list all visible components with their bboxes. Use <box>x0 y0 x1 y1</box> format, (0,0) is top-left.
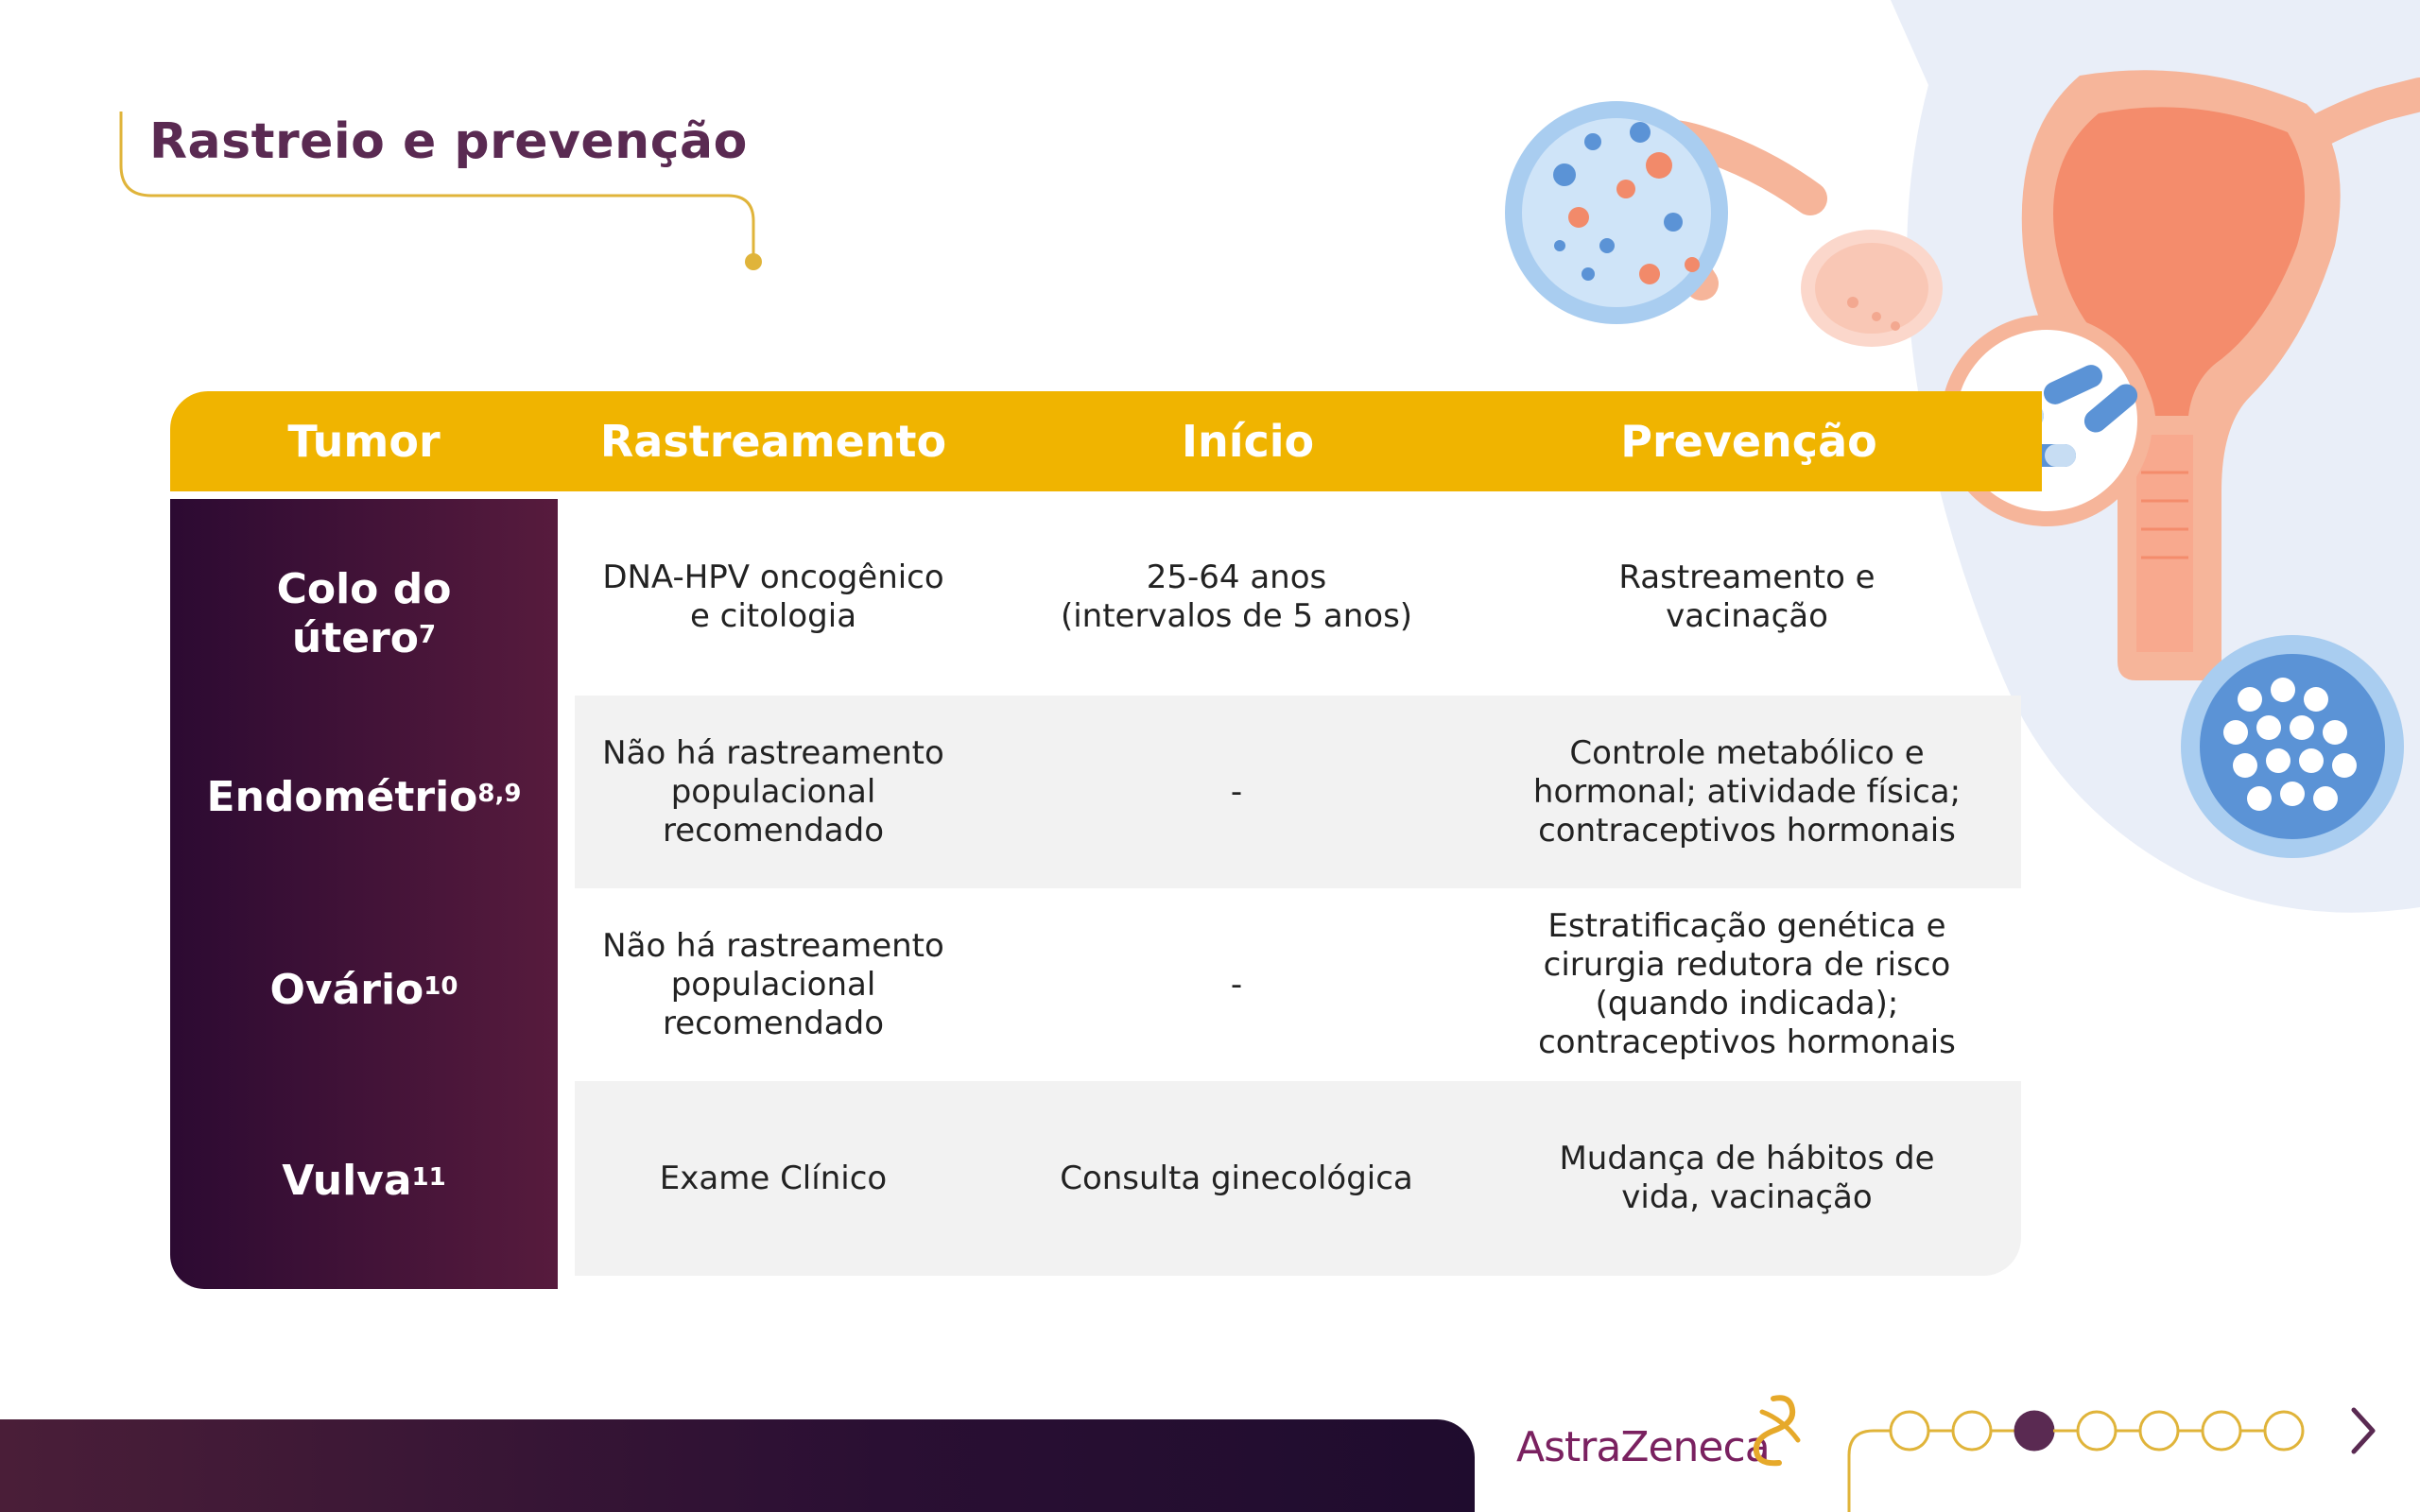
tumor-column: Colo do útero7 Endométrio8,9 Ovário10 Vu… <box>170 499 558 1289</box>
reference-superscript: 7 <box>419 621 437 649</box>
pager-dot[interactable] <box>2263 1410 2305 1452</box>
screening-table: Tumor Rastreamento Início Prevenção Colo… <box>170 391 2042 1289</box>
astrazeneca-logo-mark-icon <box>1753 1395 1801 1467</box>
cell-start: 25-64 anos(intervalos de 5 anos) <box>1060 558 1413 635</box>
tumor-cell-vulva: Vulva11 <box>170 1157 558 1206</box>
tumor-label: Colo do <box>276 565 452 613</box>
page-title: Rastreio e prevenção <box>149 113 748 170</box>
tumor-label: Ovário <box>269 966 424 1014</box>
footer-bar <box>0 1419 1475 1512</box>
cell-screening: Exame Clínico <box>659 1159 888 1197</box>
table-header: Tumor Rastreamento Início Prevenção <box>170 391 2042 491</box>
pager-dot[interactable] <box>2201 1410 2242 1452</box>
cell-start: - <box>1230 772 1243 811</box>
tumor-cell-ovario: Ovário10 <box>170 966 558 1015</box>
reference-superscript: 11 <box>411 1163 446 1192</box>
title-block: Rastreio e prevenção <box>0 0 851 302</box>
pager-dot[interactable] <box>2076 1410 2118 1452</box>
header-screening: Rastreamento <box>599 416 947 467</box>
title-bracket-line <box>119 112 762 270</box>
tumor-label: Endométrio <box>206 773 478 821</box>
astrazeneca-logo: AstraZeneca <box>1516 1423 1771 1471</box>
cell-cluster-icon <box>2181 635 2404 858</box>
pager-dot[interactable] <box>1951 1410 1993 1452</box>
next-arrow-icon[interactable] <box>2335 1399 2392 1465</box>
tumor-label: útero <box>291 614 420 662</box>
tumor-label: Vulva <box>282 1157 412 1205</box>
slide-pager <box>1847 1399 2392 1512</box>
pager-dot-active[interactable] <box>2014 1410 2055 1452</box>
header-prevention: Prevenção <box>1620 416 1877 467</box>
cell-culture-icon <box>1505 101 1728 324</box>
reference-superscript: 8,9 <box>477 780 522 808</box>
reference-superscript: 10 <box>424 972 458 1001</box>
cell-start: Consulta ginecológica <box>1060 1159 1413 1197</box>
table-row: Exame Clínico Consulta ginecológica Muda… <box>575 1081 2021 1276</box>
pager-dot[interactable] <box>1889 1410 1930 1452</box>
tumor-cell-colo: Colo do útero7 <box>170 565 558 663</box>
header-tumor: Tumor <box>287 416 441 467</box>
pager-dot[interactable] <box>2138 1410 2180 1452</box>
tumor-cell-endometrio: Endométrio8,9 <box>170 773 558 822</box>
header-start: Início <box>1181 416 1315 467</box>
uterus-illustration <box>1505 0 2420 913</box>
cell-start: - <box>1230 965 1243 1004</box>
